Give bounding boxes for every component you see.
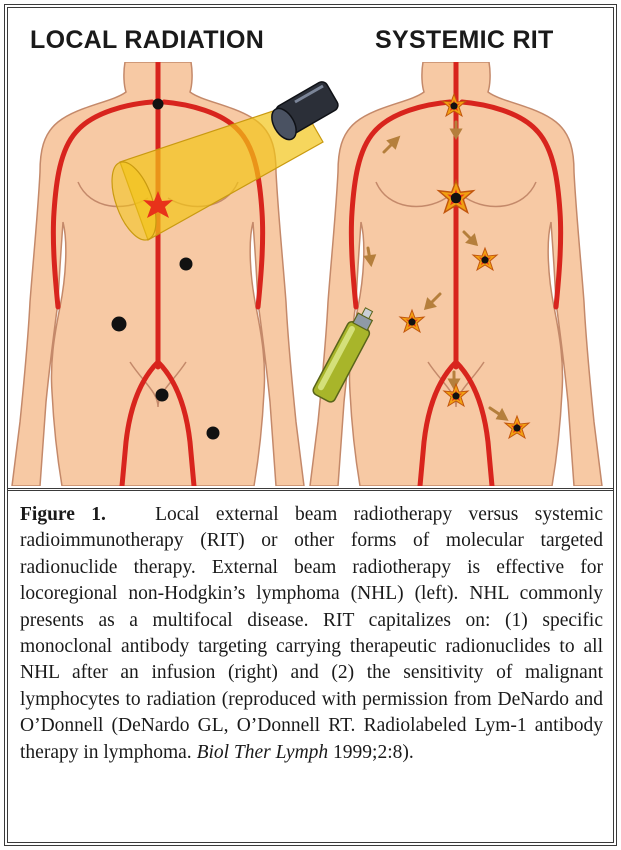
caption-divider — [8, 488, 613, 491]
left-panel-title: LOCAL RADIATION — [30, 26, 264, 55]
caption-text: Local external beam radiotherapy versus … — [20, 504, 603, 763]
journal-name: Biol Ther Lymph — [197, 742, 329, 763]
right-panel-title: SYSTEMIC RIT — [375, 26, 554, 55]
figure-caption: Figure 1. Local external beam radiothera… — [20, 502, 603, 766]
figure-illustration — [8, 62, 613, 486]
caption-citation: 1999;2:8). — [328, 742, 414, 763]
figure-label: Figure 1. — [20, 504, 106, 525]
